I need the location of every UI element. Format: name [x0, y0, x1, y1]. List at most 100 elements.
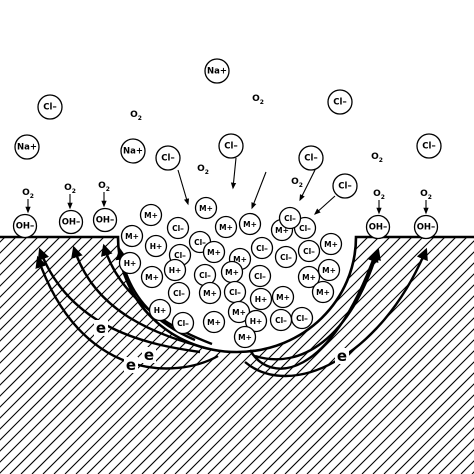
m-ion-pit-circle [319, 232, 343, 256]
electron-label-backdrop [335, 348, 349, 364]
electron-label: e [96, 319, 106, 337]
cl-ion-solution-circle [218, 133, 244, 159]
m-ion-pit-label: M+ [324, 240, 338, 249]
cl-ion-pit: Cl– [248, 264, 272, 288]
m-ion-pit-label: M+ [232, 308, 246, 317]
hydroxide-ion-circle [58, 209, 84, 235]
m-ion-pit-label: M+ [225, 268, 239, 277]
h-ion-pit-label: H+ [124, 259, 137, 268]
h-ion-pit: H+ [244, 309, 268, 333]
hydroxide-ion-label: OH– [16, 222, 35, 232]
h-ion-pit: H+ [118, 251, 142, 275]
electron-flow-arrow [71, 245, 206, 350]
cl-ion-solution: Cl– [416, 133, 442, 159]
m-ion-pit-circle [271, 285, 295, 309]
cl-ion-solution-circle [332, 173, 358, 199]
h-ion-pit: H+ [249, 287, 273, 311]
m-ion-pit: M+ [271, 285, 295, 309]
m-ion-pit-circle [214, 215, 238, 239]
cl-ion-pit-label: Cl– [296, 314, 308, 323]
m-ion-pit-label: M+ [238, 333, 252, 342]
cl-ion-pit-label: Cl– [229, 288, 241, 297]
hydroxide-ion: OH– [413, 214, 439, 240]
hydroxide-ion-label: OH– [369, 223, 388, 233]
hydroxide-ion-circle [365, 214, 391, 240]
metal-surface-outline [0, 235, 474, 354]
h-ion-pit-circle [148, 298, 172, 322]
na-ion-solution: Na+ [120, 138, 146, 164]
na-ion-solution: Na+ [204, 58, 230, 84]
m-ion-pit-label: M+ [145, 273, 159, 282]
h-ion-pit-circle [163, 258, 187, 282]
cl-ion-solution-circle [37, 94, 63, 120]
m-ion-pit-circle [202, 240, 226, 264]
cl-ion-pit-label: Cl– [254, 272, 266, 281]
electron-label: e [337, 347, 347, 365]
na-ion-solution-circle [120, 138, 146, 164]
cl-ion-pit-circle [167, 281, 191, 305]
cl-ion-pit: Cl– [297, 239, 321, 263]
h-ion-pit-circle [144, 234, 168, 258]
cl-ion-solution: Cl– [298, 145, 324, 171]
m-ion-pit: M+ [220, 260, 244, 284]
m-ion-pit: M+ [311, 280, 335, 304]
m-ion-pit-circle [194, 196, 218, 220]
m-ion-pit: M+ [198, 281, 222, 305]
electron-label: e [126, 356, 136, 374]
cl-ion-solution-label: Cl– [161, 154, 174, 164]
cl-ion-pit-label: Cl– [177, 319, 189, 328]
cl-ion-solution-circle [416, 133, 442, 159]
h-ion-pit: H+ [148, 298, 172, 322]
cl-ion-pit-circle [248, 264, 272, 288]
cl-ion-pit-label: Cl– [299, 224, 311, 233]
cl-ion-pit-circle [274, 245, 298, 269]
m-ion-pit-label: M+ [144, 211, 158, 220]
cl-ion-solution: Cl– [218, 133, 244, 159]
oxygen-molecule: O2 [371, 152, 383, 164]
m-ion-pit: M+ [202, 240, 226, 264]
chloride-migration-arrow [251, 171, 267, 210]
m-ion-pit-label: M+ [275, 226, 289, 235]
cl-ion-pit: Cl– [223, 280, 247, 304]
chloride-migration-arrow [299, 169, 316, 202]
chloride-migration-arrow [177, 169, 190, 206]
cl-ion-pit-circle [166, 216, 190, 240]
h-ion-pit-label: H+ [150, 242, 163, 251]
m-ion-pit-circle [139, 203, 163, 227]
cl-ion-solution-label: Cl– [224, 142, 237, 152]
m-ion-pit-label: M+ [125, 232, 139, 241]
m-ion-pit: M+ [238, 212, 262, 236]
cl-ion-pit: Cl– [166, 216, 190, 240]
oxygen-molecule: O2 [130, 110, 142, 122]
m-ion-pit: M+ [214, 215, 238, 239]
electron-flow-arrow [254, 247, 381, 361]
m-ion-pit-circle [311, 280, 335, 304]
hydroxide-ion: OH– [365, 214, 391, 240]
cl-ion-solution-label: Cl– [43, 103, 56, 113]
na-ion-solution-label: Na+ [123, 147, 143, 157]
electron-label: e [144, 346, 154, 364]
m-ion-pit: M+ [202, 310, 226, 334]
cl-ion-pit-label: Cl– [173, 289, 185, 298]
hydroxide-ion-circle [12, 213, 38, 239]
oxygen-molecule: O2 [64, 183, 76, 195]
oxygen-molecule: O2 [98, 181, 110, 193]
m-ion-pit: M+ [194, 196, 218, 220]
m-ion-pit-label: M+ [233, 255, 247, 264]
m-ion-pit-label: M+ [207, 318, 221, 327]
m-ion-pit: M+ [120, 224, 144, 248]
oxygen-molecule: O2 [291, 177, 303, 189]
h-ion-pit-circle [244, 309, 268, 333]
m-ion-pit-circle [198, 281, 222, 305]
h-ion-pit-label: H+ [255, 295, 268, 304]
m-ion-pit-circle [140, 265, 164, 289]
m-ion-pit-label: M+ [219, 223, 233, 232]
cl-ion-pit-circle [278, 206, 302, 230]
h-ion-pit: H+ [163, 258, 187, 282]
m-ion-pit-circle [120, 224, 144, 248]
na-ion-solution-label: Na+ [207, 67, 227, 77]
m-ion-pit-label: M+ [199, 204, 213, 213]
cl-ion-solution-label: Cl– [304, 154, 317, 164]
oxygen-molecule: O2 [420, 189, 432, 201]
